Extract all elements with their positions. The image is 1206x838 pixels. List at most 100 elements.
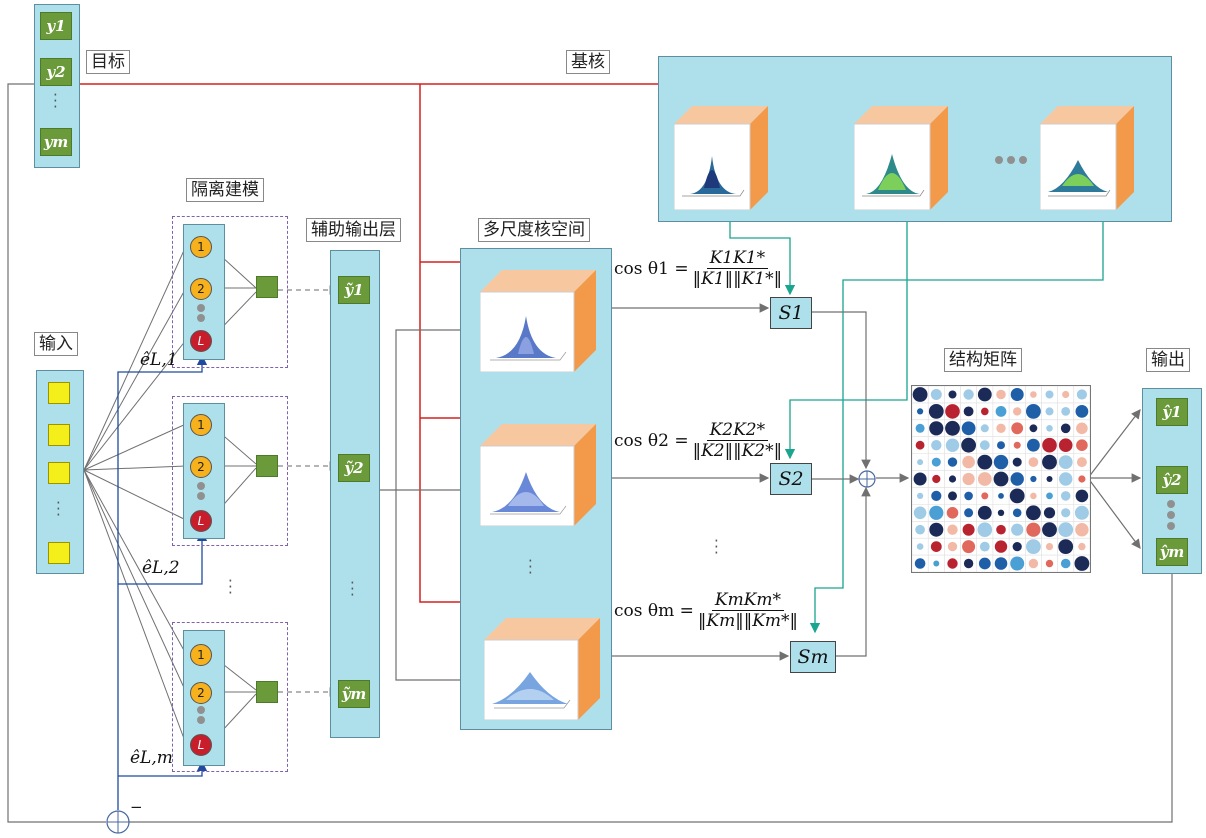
aux-output-1: ỹ1 xyxy=(338,276,370,304)
model-output-m xyxy=(256,681,278,703)
formula-numerator: K1K1* xyxy=(706,248,769,269)
input-unit xyxy=(48,542,70,564)
matrix-cell xyxy=(1012,542,1022,552)
matrix-cell xyxy=(931,490,942,501)
aux-ellipsis-icon: ··· xyxy=(350,574,355,604)
kernel-space-cube-1 xyxy=(480,270,596,372)
base-kernel-label: 基核 xyxy=(566,50,610,74)
matrix-cell xyxy=(928,404,944,419)
matrix-cell xyxy=(930,541,942,552)
matrix-cell xyxy=(993,471,1009,487)
matrix-cell xyxy=(1076,422,1088,435)
output-ellipsis-icon xyxy=(1167,511,1175,519)
matrix-cell xyxy=(1030,391,1037,398)
matrix-cell xyxy=(915,524,925,535)
formula-denominator: ‖K1‖‖K1*‖ xyxy=(692,269,783,289)
matrix-cell xyxy=(1013,441,1021,449)
matrix-cell xyxy=(947,541,958,552)
error-label-2: êL,2 xyxy=(142,558,180,578)
output-y2: ŷ2 xyxy=(1156,466,1188,494)
matrix-cell xyxy=(929,522,944,537)
matrix-cell xyxy=(1060,423,1071,434)
input-label: 输入 xyxy=(34,332,78,356)
base-kernel-cube-1 xyxy=(674,106,768,210)
matrix-cell xyxy=(1045,543,1054,551)
input-ellipsis-icon: ··· xyxy=(56,494,61,524)
matrix-cell xyxy=(931,457,941,467)
matrix-cell xyxy=(1058,522,1074,538)
formula-2: cos θ2 = K2K2*‖K2‖‖K2*‖ xyxy=(614,420,782,461)
matrix-cell xyxy=(1059,472,1073,486)
node-m-L: L xyxy=(190,734,212,756)
matrix-cell xyxy=(915,423,925,433)
matrix-cell xyxy=(962,472,975,486)
matrix-cell xyxy=(979,541,990,552)
matrix-cell xyxy=(947,524,958,535)
output-ellipsis-icon xyxy=(1167,522,1175,530)
matrix-cell xyxy=(977,387,992,402)
node-ellipsis-icon xyxy=(197,716,205,724)
matrix-cell xyxy=(1010,388,1024,401)
model-output-2 xyxy=(256,455,278,477)
matrix-cell xyxy=(912,387,928,402)
matrix-cell xyxy=(996,389,1006,400)
formula-ellipsis-icon: ··· xyxy=(714,532,719,562)
input-unit xyxy=(48,424,70,446)
aux-output-m: ỹm xyxy=(338,680,370,708)
target-y1: y1 xyxy=(40,12,72,40)
matrix-cell xyxy=(1075,489,1089,503)
matrix-cell xyxy=(913,506,927,520)
matrix-cell xyxy=(930,389,942,400)
node-1-2: 2 xyxy=(190,278,212,300)
error-label-m: êL,m xyxy=(130,748,173,768)
minus-sign: − xyxy=(130,798,143,816)
formula-denominator: ‖Km‖‖Km*‖ xyxy=(697,611,799,631)
matrix-cell xyxy=(1075,405,1089,418)
model-group-2 xyxy=(172,396,288,546)
matrix-cell xyxy=(1026,539,1041,554)
base-kernel-cube-2 xyxy=(854,106,948,210)
matrix-cell xyxy=(996,524,1006,535)
node-ellipsis-icon xyxy=(197,492,205,500)
node-ellipsis-icon xyxy=(197,706,205,714)
matrix-cell xyxy=(1027,438,1040,452)
input-unit xyxy=(48,462,70,484)
matrix-cell xyxy=(977,522,993,537)
matrix-cell xyxy=(915,440,925,450)
matrix-cell xyxy=(929,421,944,436)
matrix-cell xyxy=(961,421,976,436)
formula-numerator: KmKm* xyxy=(711,590,785,611)
matrix-cell xyxy=(1062,390,1070,399)
similarity-sm: Sm xyxy=(790,641,836,673)
output-ym: ŷm xyxy=(1156,538,1188,566)
matrix-cell xyxy=(1058,455,1073,469)
matrix-cell xyxy=(1061,407,1071,416)
matrix-cell xyxy=(948,475,957,483)
output-label: 输出 xyxy=(1146,348,1190,372)
matrix-cell xyxy=(1012,457,1022,467)
similarity-s1: S1 xyxy=(770,297,812,329)
matrix-cell xyxy=(994,540,1008,553)
matrix-cell xyxy=(1026,505,1041,521)
target-y2: y2 xyxy=(40,58,72,86)
matrix-cell xyxy=(1026,522,1041,537)
matrix-cell xyxy=(1042,454,1057,470)
matrix-cell xyxy=(1026,404,1041,419)
model-group-1 xyxy=(172,216,288,368)
node-1-1: 1 xyxy=(190,236,212,258)
model-output-1 xyxy=(256,276,278,298)
matrix-cell xyxy=(1074,556,1090,571)
matrix-cell xyxy=(1046,476,1053,482)
target-ym: ym xyxy=(40,128,72,156)
matrix-cell xyxy=(1046,425,1053,432)
model-group-m xyxy=(172,622,288,772)
matrix-cell xyxy=(1046,492,1053,500)
matrix-cell xyxy=(1058,539,1074,554)
matrix-cell xyxy=(946,507,959,519)
matrix-cell xyxy=(978,557,991,570)
node-ellipsis-icon xyxy=(197,314,205,322)
matrix-cell xyxy=(964,508,974,518)
matrix-cell xyxy=(1075,523,1089,537)
matrix-cell xyxy=(1078,475,1086,483)
matrix-cell xyxy=(1076,439,1088,451)
